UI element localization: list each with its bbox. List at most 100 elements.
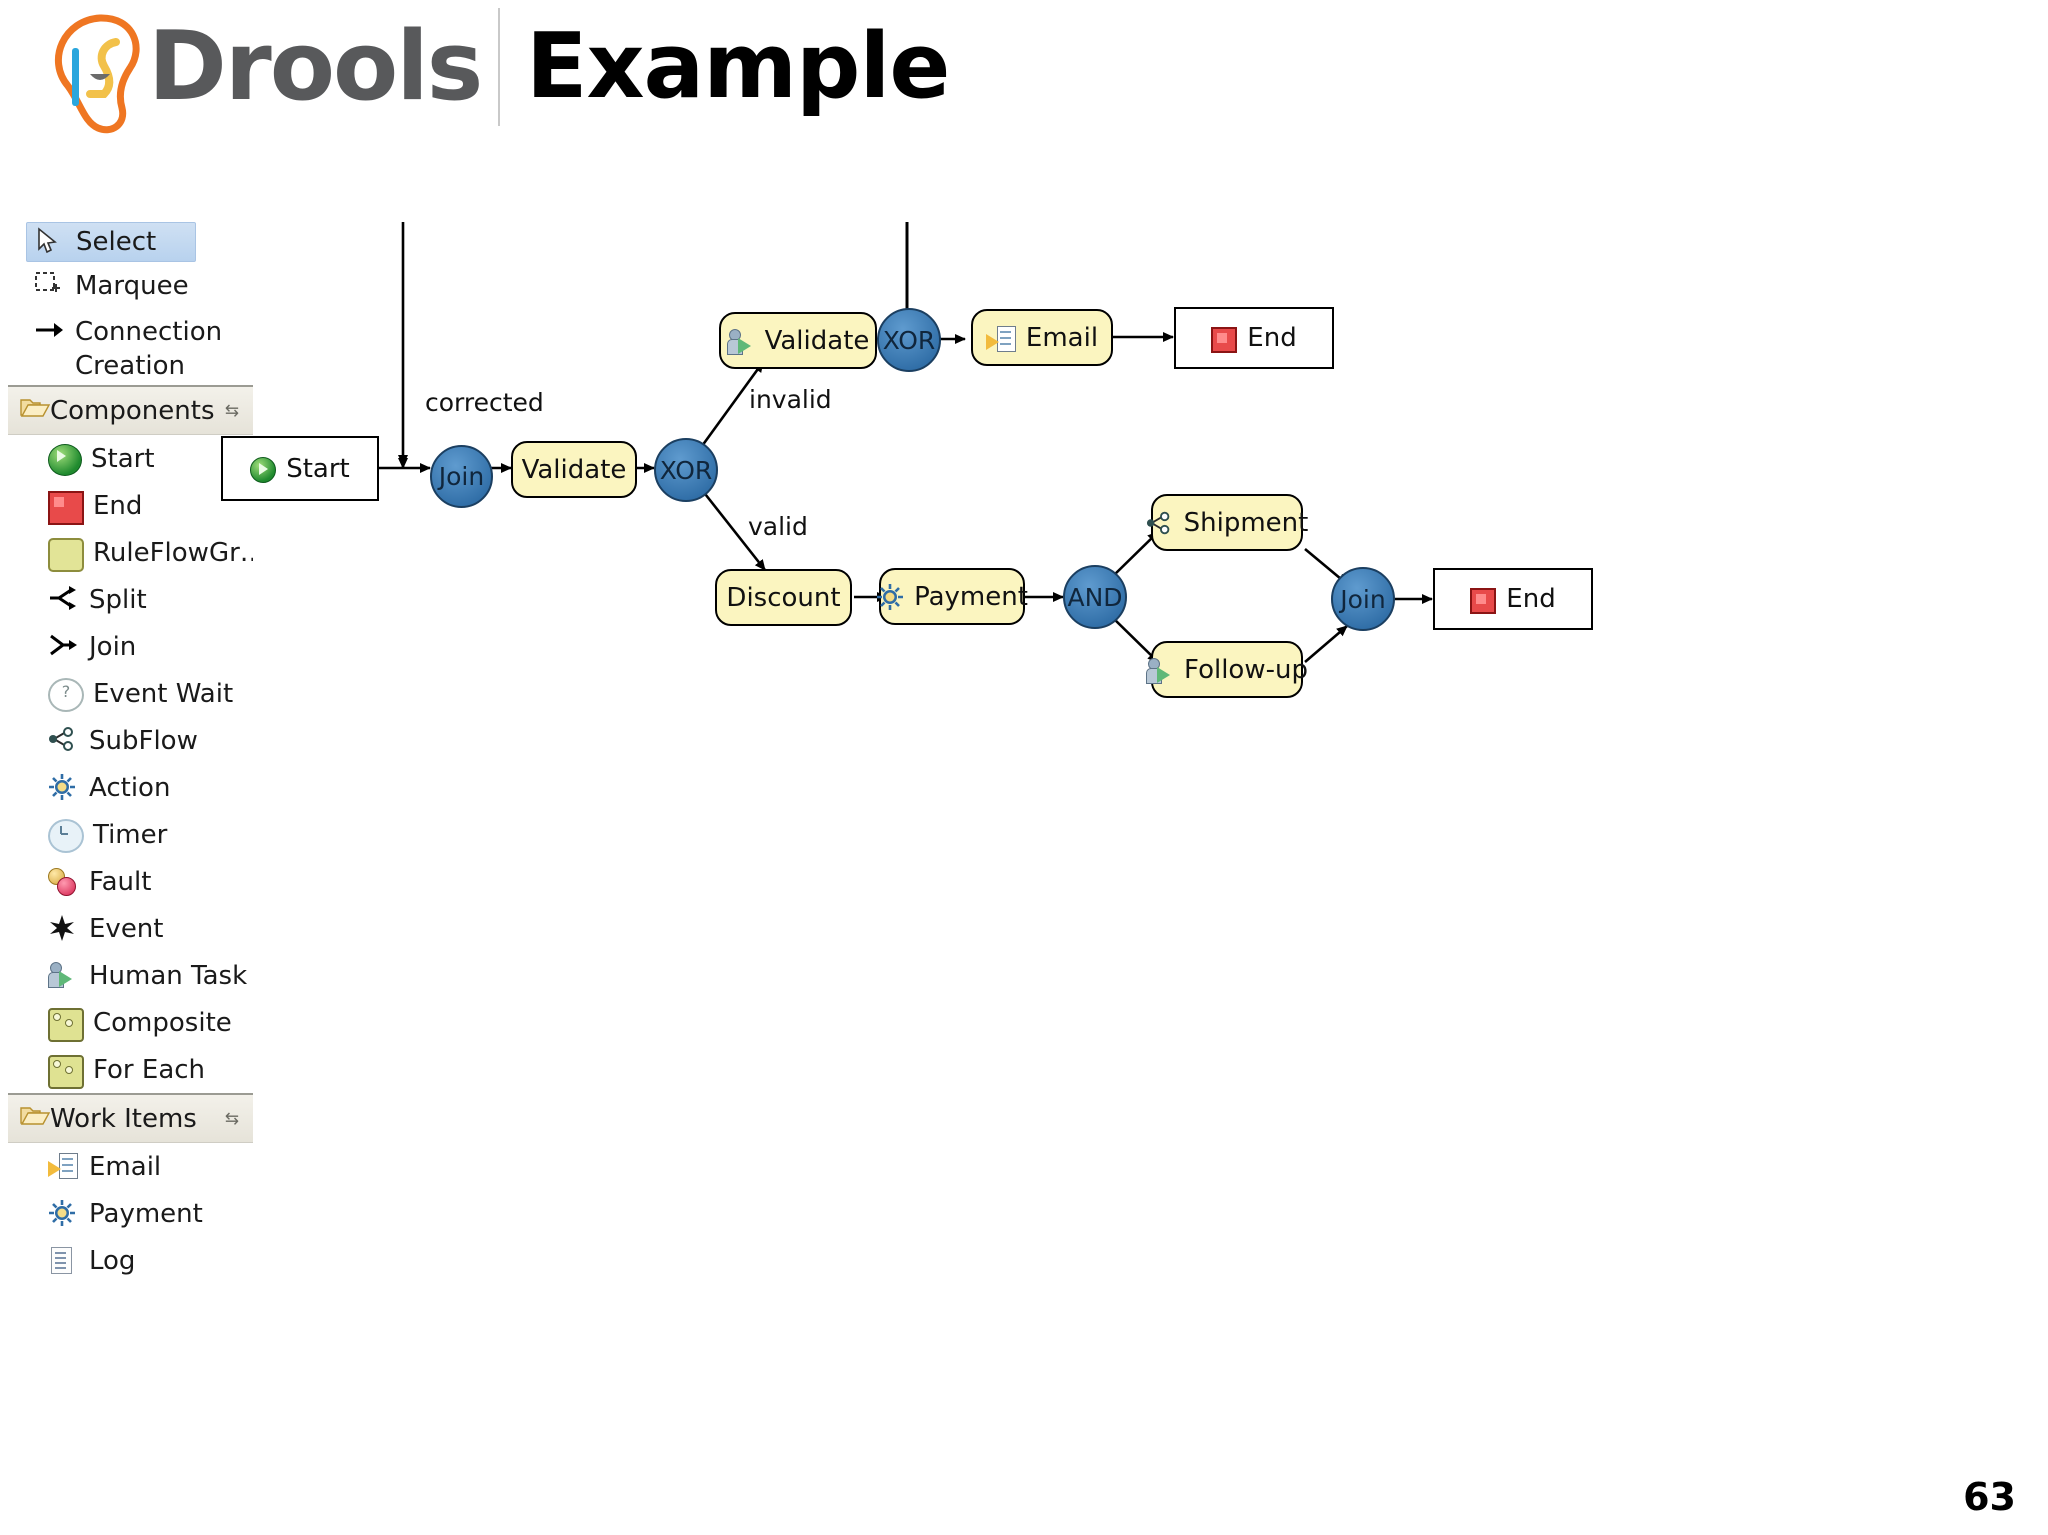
palette-item-fault[interactable]: Fault	[8, 858, 253, 905]
node-label: XOR	[659, 455, 713, 485]
node-email[interactable]: Email	[971, 309, 1113, 366]
palette-item-split[interactable]: Split	[8, 576, 253, 623]
human-task-icon	[726, 329, 755, 355]
end-icon	[48, 490, 84, 525]
email-icon	[985, 326, 1016, 352]
edge-label-valid: valid	[748, 512, 808, 541]
palette-item-label: Timer	[93, 819, 168, 850]
chevrons-icon[interactable]: ⇆	[224, 400, 239, 421]
palette-item-end[interactable]: End	[8, 482, 253, 529]
folder-icon	[20, 395, 51, 426]
palette-item-log[interactable]: Log	[8, 1237, 253, 1284]
palette-item-label: Payment	[89, 1198, 203, 1229]
node-label: Join	[438, 462, 485, 491]
node-label: Start	[286, 453, 350, 484]
palette-tool-connection-creation[interactable]: Connection Creation	[8, 309, 253, 385]
palette-item-label: Composite	[93, 1007, 232, 1038]
header-divider	[498, 8, 500, 126]
node-followup[interactable]: Follow-up	[1146, 641, 1308, 698]
event-wait-icon: ?	[48, 678, 84, 712]
node-start[interactable]: Start	[221, 436, 379, 501]
palette-item-subflow[interactable]: SubFlow	[8, 717, 253, 764]
node-label: AND	[1067, 582, 1123, 612]
palette-item-timer[interactable]: Timer	[8, 811, 253, 858]
process-canvas[interactable]: corrected invalid valid Start Join Valid…	[221, 222, 2043, 1294]
end-icon	[1211, 327, 1238, 353]
composite-icon	[48, 1007, 84, 1042]
node-shipment[interactable]: Shipment	[1146, 494, 1308, 551]
folder-icon	[20, 1103, 51, 1134]
start-icon	[250, 457, 277, 483]
node-validate-1[interactable]: Validate	[511, 441, 637, 498]
ruleflowgroup-icon	[48, 538, 84, 572]
palette-item-label: Join	[89, 631, 137, 662]
palette-item-label: Event	[89, 913, 164, 944]
node-label: Join	[1340, 584, 1386, 614]
log-icon	[48, 1247, 80, 1277]
palette-tool-marquee[interactable]: Marquee	[8, 262, 253, 309]
end-icon	[1470, 588, 1497, 614]
node-join-2[interactable]: Join	[1331, 567, 1395, 631]
node-join-1[interactable]: Join	[430, 445, 493, 508]
chevrons-icon[interactable]: ⇆	[224, 1108, 239, 1129]
subflow-icon	[48, 726, 80, 756]
palette-item-join[interactable]: Join	[8, 623, 253, 670]
palette-item-label: Split	[89, 584, 147, 615]
node-discount[interactable]: Discount	[715, 569, 852, 626]
marquee-icon	[34, 271, 66, 301]
palette-item-label: Log	[89, 1245, 136, 1276]
arrow-right-icon	[34, 319, 66, 349]
palette-item-composite[interactable]: Composite	[8, 999, 253, 1046]
join-icon	[48, 632, 80, 662]
node-xor-1[interactable]: XOR	[654, 438, 718, 502]
payment-gear-icon	[876, 583, 904, 611]
node-label: End	[1247, 323, 1297, 353]
palette-section-work-items[interactable]: Work Items ⇆	[8, 1093, 253, 1143]
palette-item-payment[interactable]: Payment	[8, 1190, 253, 1237]
palette-item-label: Start	[91, 443, 155, 474]
palette-item-email[interactable]: Email	[8, 1143, 253, 1190]
palette-item-action[interactable]: Action	[8, 764, 253, 811]
node-and[interactable]: AND	[1063, 565, 1127, 629]
palette-item-label: Email	[89, 1151, 162, 1182]
palette-tool-label: Marquee	[75, 270, 189, 301]
palette-item-label: Fault	[89, 866, 152, 897]
node-end-2[interactable]: End	[1433, 568, 1593, 630]
node-label: Validate	[521, 454, 627, 485]
palette-section-components[interactable]: Components ⇆	[8, 385, 253, 435]
palette-item-for-each[interactable]: For Each	[8, 1046, 253, 1093]
drools-face-logo-icon	[38, 8, 168, 138]
palette-section-label: Components	[50, 395, 215, 426]
for-each-icon	[48, 1054, 84, 1089]
cursor-icon	[35, 227, 67, 257]
human-task-icon	[1146, 658, 1174, 684]
palette-item-label: SubFlow	[89, 725, 198, 756]
edge-label-invalid: invalid	[749, 385, 832, 414]
node-payment[interactable]: Payment	[876, 568, 1028, 625]
palette-item-label: Human Task	[89, 960, 248, 991]
node-validate-2[interactable]: Validate	[719, 312, 877, 369]
event-star-icon	[48, 914, 80, 944]
palette-item-event[interactable]: Event	[8, 905, 253, 952]
node-xor-2[interactable]: XOR	[877, 308, 941, 372]
payment-gear-icon	[48, 1199, 80, 1229]
fault-icon	[48, 868, 80, 898]
editor-palette: Select Marquee Connection Creation Compo…	[8, 222, 266, 1294]
palette-item-label: RuleFlowGr…	[93, 537, 266, 568]
palette-item-label: For Each	[93, 1054, 206, 1085]
palette-item-label: Event Wait	[93, 678, 234, 709]
node-end-1[interactable]: End	[1174, 307, 1334, 369]
palette-item-label: Action	[89, 772, 171, 803]
node-label: XOR	[882, 325, 936, 355]
palette-item-ruleflowgroup[interactable]: RuleFlowGr…	[8, 529, 266, 576]
palette-item-start[interactable]: Start	[8, 435, 253, 482]
palette-item-human-task[interactable]: Human Task	[8, 952, 253, 999]
split-icon	[48, 585, 80, 615]
node-label: Email	[1025, 322, 1099, 353]
node-label: Follow-up	[1184, 654, 1308, 685]
node-label: End	[1506, 584, 1556, 614]
edge-label-corrected: corrected	[425, 388, 544, 417]
palette-item-event-wait[interactable]: ? Event Wait	[8, 670, 253, 717]
palette-tool-label: Connection Creation	[75, 317, 223, 381]
palette-tool-select[interactable]: Select	[26, 222, 196, 262]
